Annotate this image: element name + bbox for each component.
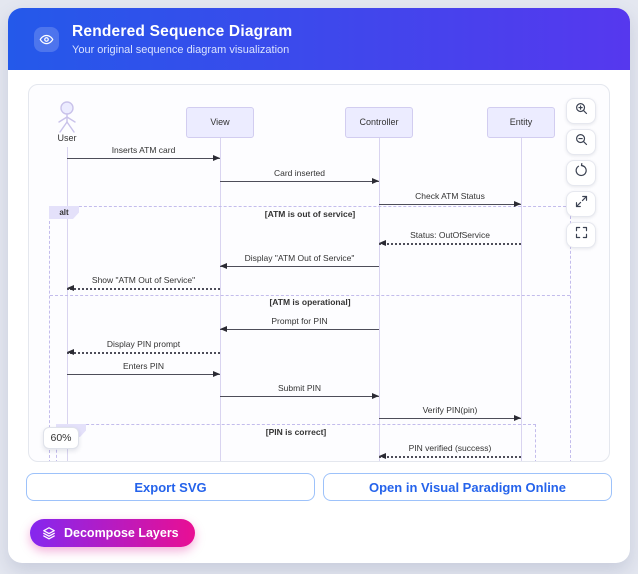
expand-button[interactable] bbox=[566, 191, 596, 217]
lifeline bbox=[379, 138, 380, 461]
message-label: Status: OutOfService bbox=[410, 230, 490, 240]
message-arrowhead bbox=[514, 415, 521, 421]
message-label: Submit PIN bbox=[278, 383, 321, 393]
message-arrowhead bbox=[220, 326, 227, 332]
page-subtitle: Your original sequence diagram visualiza… bbox=[72, 43, 290, 56]
participant-box: Entity bbox=[487, 107, 555, 138]
message-arrowhead bbox=[379, 240, 386, 246]
export-svg-button[interactable]: Export SVG bbox=[26, 473, 315, 501]
header-text: Rendered Sequence Diagram Your original … bbox=[72, 23, 292, 56]
zoom-out-icon bbox=[574, 132, 589, 152]
message-line bbox=[220, 266, 379, 267]
message-arrowhead bbox=[67, 349, 74, 355]
layers-icon bbox=[42, 526, 56, 540]
fragment-operator-label: alt bbox=[49, 206, 79, 219]
message-arrowhead bbox=[213, 155, 220, 161]
viewer-card: Rendered Sequence Diagram Your original … bbox=[8, 8, 630, 563]
message-arrowhead bbox=[213, 371, 220, 377]
actions-row: Export SVG Open in Visual Paradigm Onlin… bbox=[26, 473, 612, 501]
participant-box: View bbox=[186, 107, 254, 138]
card-header: Rendered Sequence Diagram Your original … bbox=[8, 8, 630, 70]
message-label: Prompt for PIN bbox=[271, 316, 328, 326]
diagram-stage[interactable]: 60% User View Controller Entity alt [ATM is o… bbox=[28, 84, 610, 462]
message-line bbox=[220, 329, 379, 330]
expand-icon bbox=[574, 194, 589, 214]
open-visual-paradigm-button[interactable]: Open in Visual Paradigm Online bbox=[323, 473, 612, 501]
message-line bbox=[67, 352, 220, 354]
message-line bbox=[220, 396, 379, 397]
message-arrowhead bbox=[67, 285, 74, 291]
eye-icon bbox=[34, 26, 59, 52]
fullscreen-icon bbox=[574, 225, 589, 245]
message-line bbox=[67, 288, 220, 290]
fullscreen-button[interactable] bbox=[566, 222, 596, 248]
decompose-layers-label: Decompose Layers bbox=[64, 526, 179, 540]
message-line bbox=[379, 243, 521, 245]
zoom-controls bbox=[566, 98, 596, 248]
participant-box: Controller bbox=[345, 107, 413, 138]
zoom-out-button[interactable] bbox=[566, 129, 596, 155]
fragment-guard-label: [PIN is correct] bbox=[265, 427, 327, 437]
message-label: Enters PIN bbox=[122, 361, 165, 371]
lifeline bbox=[220, 138, 221, 461]
message-line bbox=[220, 181, 379, 182]
fragment-guard-label: [ATM is operational] bbox=[269, 297, 351, 307]
message-label: PIN verified (success) bbox=[408, 443, 492, 453]
message-label: Card inserted bbox=[273, 168, 326, 178]
reset-view-button[interactable] bbox=[566, 160, 596, 186]
message-label: Check ATM Status bbox=[415, 191, 485, 201]
zoom-in-button[interactable] bbox=[566, 98, 596, 124]
alt-fragment: alt [ATM is out of service] [ATM is operat… bbox=[49, 206, 571, 461]
message-label: Display PIN prompt bbox=[106, 339, 181, 349]
message-line bbox=[67, 158, 220, 159]
message-label: Verify PIN(pin) bbox=[422, 405, 478, 415]
message-label: Show "ATM Out of Service" bbox=[91, 275, 196, 285]
message-line bbox=[379, 456, 521, 458]
message-line bbox=[379, 204, 521, 205]
message-arrowhead bbox=[220, 263, 227, 269]
message-line bbox=[67, 374, 220, 375]
message-label: Inserts ATM card bbox=[111, 145, 176, 155]
fragment-divider bbox=[50, 295, 570, 296]
actor-figure bbox=[54, 101, 80, 140]
message-arrowhead bbox=[372, 393, 379, 399]
message-arrowhead bbox=[372, 178, 379, 184]
page-title: Rendered Sequence Diagram bbox=[72, 22, 293, 40]
fragment-guard-label: [ATM is out of service] bbox=[264, 209, 356, 219]
message-arrowhead bbox=[379, 453, 386, 459]
message-line bbox=[379, 418, 521, 419]
reset-icon bbox=[574, 163, 589, 183]
lifeline bbox=[67, 147, 68, 461]
lifeline bbox=[521, 138, 522, 461]
message-label: Display "ATM Out of Service" bbox=[244, 253, 355, 263]
zoom-level-badge: 60% bbox=[43, 427, 79, 449]
actor-label: User bbox=[57, 133, 77, 143]
message-arrowhead bbox=[514, 201, 521, 207]
decompose-layers-button[interactable]: Decompose Layers bbox=[30, 519, 195, 547]
zoom-in-icon bbox=[574, 101, 589, 121]
